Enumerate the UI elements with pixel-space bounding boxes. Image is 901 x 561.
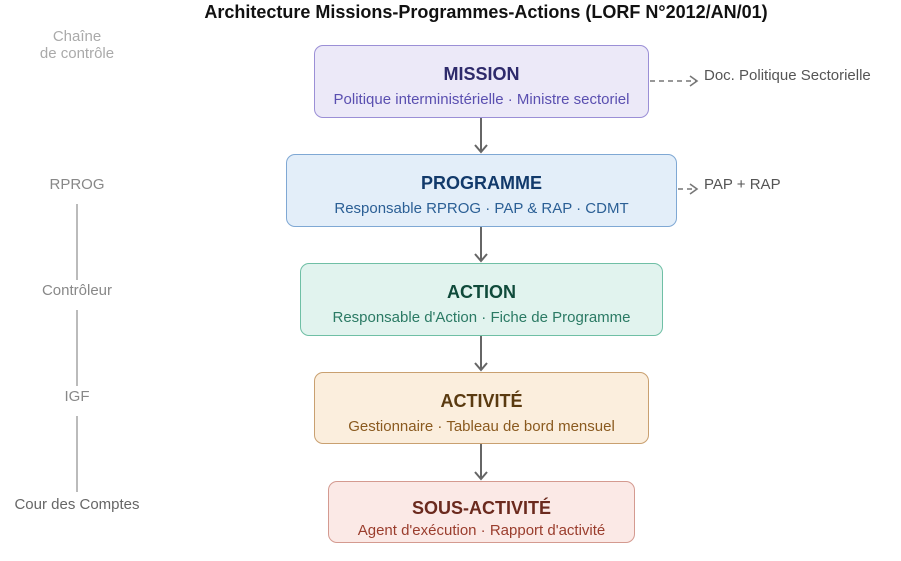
mission-output-label: Doc. Politique Sectorielle bbox=[704, 67, 871, 84]
level-programme[interactable]: PROGRAMME Responsable RPROG · PAP & RAP … bbox=[286, 154, 677, 227]
level-title: PROGRAMME bbox=[421, 173, 542, 193]
control-rprog: RPROG bbox=[49, 176, 105, 193]
header-line: de contrôle bbox=[39, 45, 115, 62]
level-mission[interactable]: MISSION Politique interministérielle · M… bbox=[314, 45, 649, 118]
programme-output-label: PAP + RAP bbox=[704, 176, 781, 193]
level-sous-activite[interactable]: SOUS-ACTIVITÉ Agent d'exécution · Rappor… bbox=[328, 481, 635, 543]
header-line: Chaîne bbox=[52, 28, 102, 45]
level-title: ACTIVITÉ bbox=[440, 391, 523, 411]
level-subtitle: Agent d'exécution · Rapport d'activité bbox=[357, 522, 606, 539]
level-title: ACTION bbox=[447, 282, 516, 302]
level-subtitle: Responsable d'Action · Fiche de Programm… bbox=[332, 309, 631, 326]
level-subtitle: Responsable RPROG · PAP & RAP · CDMT bbox=[334, 200, 629, 217]
level-activite[interactable]: ACTIVITÉ Gestionnaire · Tableau de bord … bbox=[314, 372, 649, 444]
control-igf: IGF bbox=[64, 388, 90, 405]
control-controleur: Contrôleur bbox=[41, 282, 113, 299]
control-chain-header: Chaîne de contrôle bbox=[0, 28, 154, 62]
level-title: SOUS-ACTIVITÉ bbox=[411, 498, 551, 518]
level-action[interactable]: ACTION Responsable d'Action · Fiche de P… bbox=[300, 263, 663, 336]
control-cour-des-comptes: Cour des Comptes bbox=[14, 496, 140, 513]
diagram-title: Architecture Missions-Programmes-Actions… bbox=[204, 2, 768, 22]
level-title: MISSION bbox=[443, 64, 520, 84]
level-subtitle: Politique interministérielle · Ministre … bbox=[333, 91, 630, 108]
level-subtitle: Gestionnaire · Tableau de bord mensuel bbox=[348, 418, 615, 435]
